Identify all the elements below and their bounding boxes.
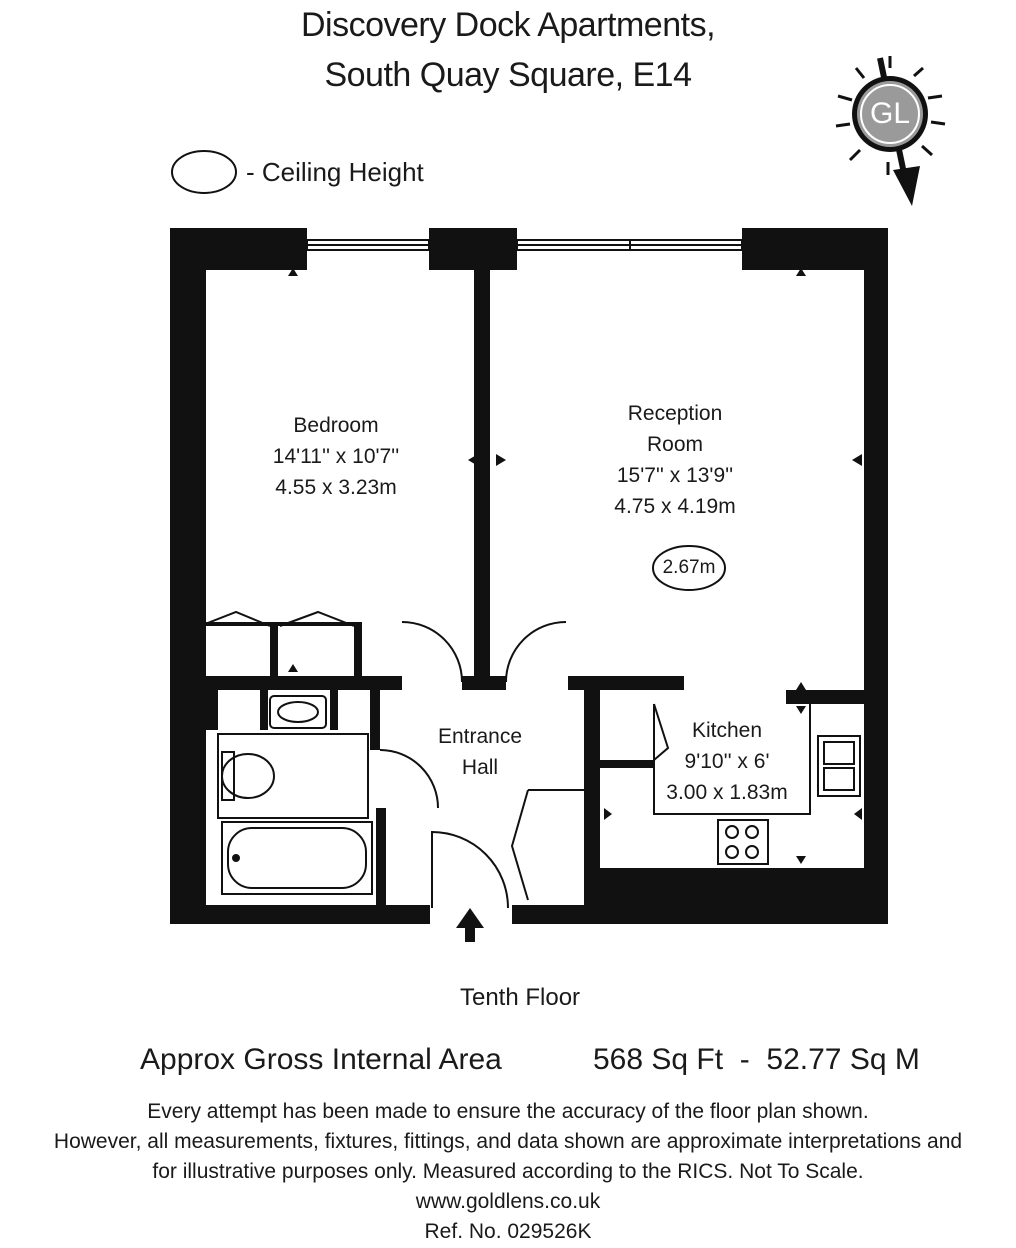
reception-name-2: Room — [646, 433, 704, 456]
disclaimer-line-3: for illustrative purposes only. Measured… — [152, 1160, 864, 1183]
website-link[interactable]: www.goldlens.co.uk — [415, 1190, 601, 1213]
kitchen-label: Kitchen 9'10'' x 6' 3.00 x 1.83m — [632, 715, 822, 808]
hall-name-2: Hall — [461, 756, 499, 779]
dimension-markers — [196, 268, 862, 864]
ceiling-height-value: 2.67m — [662, 557, 716, 578]
compass-logo-icon — [835, 56, 946, 206]
kitchen-imperial: 9'10'' x 6' — [684, 750, 770, 773]
reception-label: Reception Room 15'7'' x 13'9'' 4.75 x 4.… — [575, 398, 775, 522]
title-line-2: South Quay Square, E14 — [324, 56, 692, 94]
doors — [199, 610, 670, 909]
bathroom-fixtures — [217, 695, 373, 895]
bedroom-imperial: 14'11'' x 10'7'' — [272, 445, 400, 468]
reception-imperial: 15'7'' x 13'9'' — [616, 464, 734, 487]
ceiling-height-ellipse — [652, 545, 726, 591]
bedroom-metric: 4.55 x 3.23m — [275, 476, 397, 499]
kitchen-metric: 3.00 x 1.83m — [666, 781, 788, 804]
hall-name-1: Entrance — [437, 725, 523, 748]
logo-text: GL — [869, 97, 911, 130]
legend-label: - Ceiling Height — [246, 157, 424, 187]
reception-name-1: Reception — [627, 402, 723, 425]
kitchen-name: Kitchen — [691, 719, 763, 742]
area-label: Approx Gross Internal Area — [140, 1043, 502, 1076]
ceiling-height-legend-icon — [171, 150, 237, 194]
bedroom-label: Bedroom 14'11'' x 10'7'' 4.55 x 3.23m — [236, 410, 436, 503]
walls — [170, 228, 888, 924]
bedroom-name: Bedroom — [293, 414, 379, 437]
disclaimer-line-2: However, all measurements, fixtures, fit… — [53, 1130, 963, 1153]
area-value: 568 Sq Ft - 52.77 Sq M — [593, 1043, 920, 1076]
title-line-1: Discovery Dock Apartments, — [300, 6, 716, 44]
kitchen-fixtures — [653, 704, 861, 865]
disclaimer-line-1: Every attempt has been made to ensure th… — [147, 1100, 869, 1123]
reference-number: Ref. No. 029526K — [424, 1220, 592, 1243]
floor-label: Tenth Floor — [459, 984, 581, 1011]
reception-metric: 4.75 x 4.19m — [614, 495, 736, 518]
windows — [306, 239, 743, 251]
hall-label: Entrance Hall — [410, 721, 550, 783]
entrance-arrow-icon — [456, 908, 484, 942]
